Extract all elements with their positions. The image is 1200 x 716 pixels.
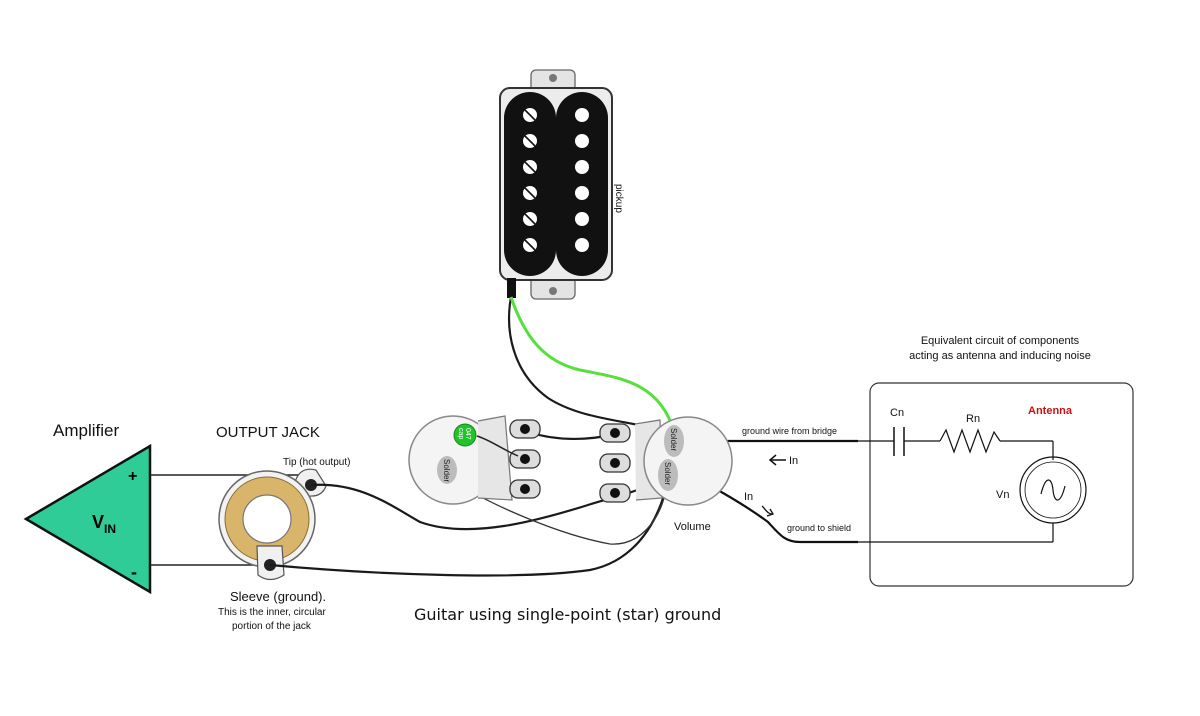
pickup-lead-exit — [507, 278, 516, 298]
jack-sleeve-title: Sleeve (ground). — [230, 589, 326, 604]
vn-sine-icon — [1040, 479, 1066, 501]
tone-ground-wire — [447, 477, 667, 545]
jack-tip-label: Tip (hot output) — [283, 457, 350, 468]
volume-solder-top — [664, 425, 684, 457]
tone-pot-bracket — [477, 415, 513, 501]
volume-solder-bottom — [658, 459, 678, 491]
jack-sleeve-line2: portion of the jack — [232, 621, 312, 632]
tone-pot: 047 cap Solder — [408, 415, 541, 505]
pickup-coil-right — [556, 92, 608, 276]
amplifier-minus: - — [131, 562, 137, 582]
pickup-ground-lead — [508, 296, 669, 434]
amplifier-title: Amplifier — [53, 421, 119, 440]
pickup-bottom-screw — [549, 287, 557, 295]
pickup-pole-screws — [523, 108, 537, 252]
amplifier-vin-label: VIN — [92, 512, 116, 536]
amplifier-triangle — [23, 443, 152, 595]
output-jack: OUTPUT JACK Tip (hot output) Sleeve (gro… — [216, 424, 350, 632]
equivalent-title-line2: acting as antenna and inducing noise — [909, 350, 1091, 362]
in-label-lower: In — [744, 491, 753, 503]
amplifier: Amplifier VIN + - — [23, 421, 152, 595]
tone-solder-label: Solder — [442, 459, 451, 482]
tone-cap-label-1: 047 — [464, 428, 471, 440]
rn-label: Rn — [966, 413, 980, 425]
jack-sleeve-wire — [269, 487, 668, 577]
equivalent-circuit: Equivalent circuit of components acting … — [858, 335, 1134, 587]
equivalent-title-line1: Equivalent circuit of components — [921, 335, 1080, 347]
volume-pot: Solder Solder Volume — [599, 416, 733, 533]
volume-solder-bottom-label: Solder — [663, 462, 672, 485]
pickup-coil-left — [504, 92, 556, 276]
pickup-pole-slugs — [575, 108, 589, 252]
pickup-label: pickup — [613, 184, 624, 213]
cap-lead — [476, 435, 519, 457]
jack-title: OUTPUT JACK — [216, 424, 320, 441]
wires — [269, 296, 858, 577]
volume-solder-top-label: Solder — [669, 428, 678, 451]
pickup-top-screw — [549, 74, 557, 82]
vn-source-inner — [1024, 461, 1082, 519]
diagram-caption: Guitar using single-point (star) ground — [414, 605, 721, 624]
cn-label: Cn — [890, 407, 904, 419]
in-arrow-upper: In — [768, 454, 798, 467]
volume-label: Volume — [674, 521, 711, 533]
tone-pot-lugs — [509, 419, 541, 499]
in-label-upper: In — [789, 455, 798, 467]
volume-pot-body — [643, 416, 733, 506]
pickup-hot-lead — [509, 296, 676, 433]
rn-resistor — [939, 428, 1001, 454]
jack-hole — [242, 494, 292, 544]
tone-cap-label-2: cap — [457, 428, 464, 439]
jack-sleeve-line1: This is the inner, circular — [218, 607, 326, 618]
humbucker-pickup: pickup — [499, 69, 624, 300]
tone-cap — [453, 423, 477, 447]
shield-ground-label: ground to shield — [787, 523, 851, 533]
tone-solder-blob — [437, 456, 457, 484]
vn-label: Vn — [996, 489, 1009, 501]
bridge-ground-label: ground wire from bridge — [742, 426, 837, 436]
in-arrow-lower: In — [744, 491, 774, 517]
volume-pot-lugs — [599, 423, 631, 503]
equivalent-box — [869, 382, 1134, 587]
antenna-label: Antenna — [1028, 405, 1073, 417]
amplifier-plus: + — [128, 468, 137, 485]
